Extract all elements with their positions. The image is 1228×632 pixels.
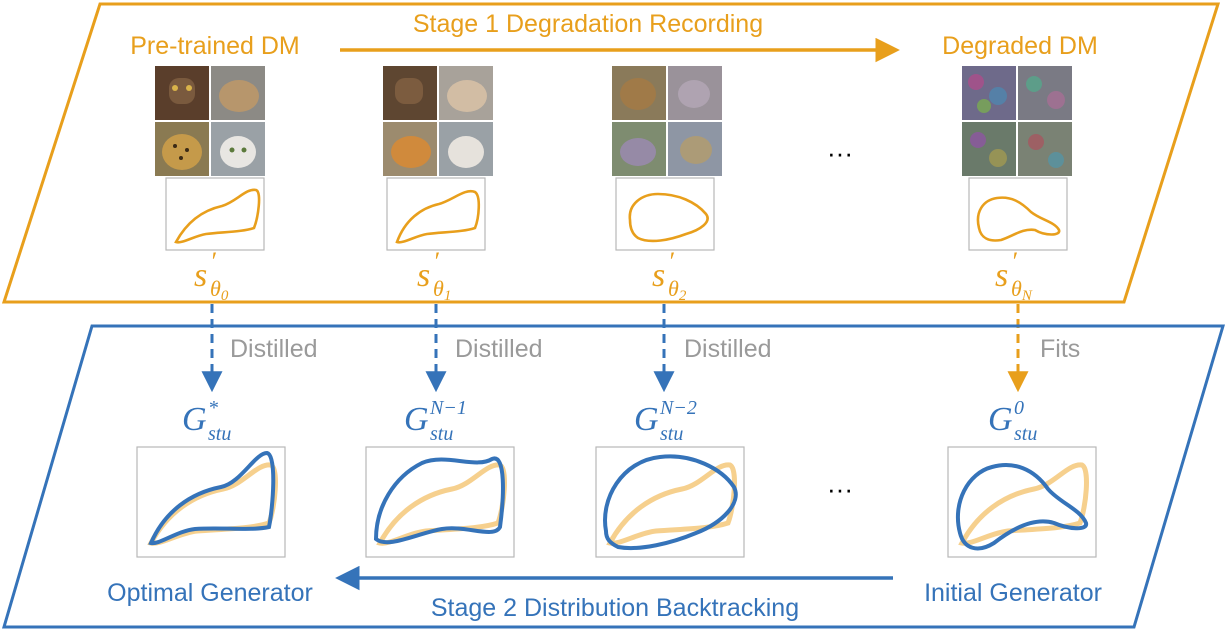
image-grid-pretrained xyxy=(155,66,265,176)
generator-label-n2: G N−2 stu xyxy=(634,397,697,445)
image-grid-step1 xyxy=(383,66,493,176)
generator-curve xyxy=(955,463,1088,551)
connector-label-2: Distilled xyxy=(684,335,772,363)
score-curve xyxy=(976,196,1061,242)
stage1-right-label: Degraded DM xyxy=(942,32,1098,60)
svg-text:s: s xyxy=(995,257,1008,294)
stage1-left-label: Pre-trained DM xyxy=(130,32,300,60)
connector-label-3: Fits xyxy=(1040,335,1080,363)
stage1-frame xyxy=(1,2,1221,304)
curve-frame-sN xyxy=(968,177,1068,251)
curve-frame-s2 xyxy=(615,177,715,251)
svg-text:θ1: θ1 xyxy=(433,276,451,304)
generator-frame-star xyxy=(136,446,286,558)
svg-text:′: ′ xyxy=(668,247,674,276)
svg-text:′: ′ xyxy=(433,247,439,276)
score-curve xyxy=(395,189,481,244)
generator-curve xyxy=(603,454,738,551)
svg-text:0: 0 xyxy=(1014,397,1024,419)
stage1-ellipsis: ··· xyxy=(827,138,853,168)
connectors: Distilled Distilled Distilled Fits xyxy=(201,304,1080,393)
generator-label-star: G * stu xyxy=(182,397,231,445)
svg-text:*: * xyxy=(208,397,218,419)
image-grid-degraded xyxy=(962,66,1072,176)
score-curve xyxy=(628,192,709,243)
svg-text:′: ′ xyxy=(210,247,216,276)
score-curve xyxy=(174,188,261,244)
connector-label-1: Distilled xyxy=(455,335,543,363)
svg-text:s: s xyxy=(194,257,207,294)
svg-text:N−2: N−2 xyxy=(659,397,697,419)
score-label-N: s ′ θN xyxy=(995,247,1033,304)
svg-text:stu: stu xyxy=(660,423,683,445)
stage2-right-label: Initial Generator xyxy=(924,579,1102,607)
svg-text:θ2: θ2 xyxy=(668,276,687,304)
stage2-panel: G * stu G N−1 stu G N−2 stu G 0 stu xyxy=(1,324,1226,629)
svg-text:θ0: θ0 xyxy=(210,276,229,304)
svg-text:G: G xyxy=(634,401,659,438)
svg-text:stu: stu xyxy=(430,423,453,445)
generator-frame-0 xyxy=(947,446,1097,558)
stage2-ellipsis: ··· xyxy=(827,474,853,504)
score-label-2: s ′ θ2 xyxy=(652,247,687,304)
generator-label-n1: G N−1 stu xyxy=(404,397,467,445)
svg-text:N−1: N−1 xyxy=(429,397,467,419)
curve-frame-s0 xyxy=(165,177,265,251)
svg-text:stu: stu xyxy=(208,423,231,445)
stage1-panel: Stage 1 Degradation Recording Pre-traine… xyxy=(1,2,1221,304)
stage1-title: Stage 1 Degradation Recording xyxy=(413,10,763,38)
svg-text:′: ′ xyxy=(1011,247,1017,276)
svg-text:G: G xyxy=(182,401,207,438)
image-grid-step2 xyxy=(612,66,722,176)
svg-text:G: G xyxy=(404,401,429,438)
score-label-1: s ′ θ1 xyxy=(417,247,451,304)
svg-text:θN: θN xyxy=(1011,276,1033,304)
score-label-0: s ′ θ0 xyxy=(194,247,229,304)
svg-text:stu: stu xyxy=(1014,423,1037,445)
generator-frame-n2 xyxy=(595,446,745,558)
curve-frame-s1 xyxy=(386,177,486,251)
generator-label-0: G 0 stu xyxy=(988,397,1037,445)
svg-text:s: s xyxy=(417,257,430,294)
generator-frame-n1 xyxy=(365,446,515,558)
stage2-left-label: Optimal Generator xyxy=(107,579,313,607)
svg-text:s: s xyxy=(652,257,665,294)
generator-curve xyxy=(148,450,276,546)
target-curve xyxy=(147,462,278,546)
generator-curve xyxy=(373,456,505,545)
connector-label-0: Distilled xyxy=(230,335,318,363)
svg-text:G: G xyxy=(988,401,1013,438)
stage2-frame xyxy=(1,324,1226,629)
stage2-title: Stage 2 Distribution Backtracking xyxy=(431,594,799,622)
